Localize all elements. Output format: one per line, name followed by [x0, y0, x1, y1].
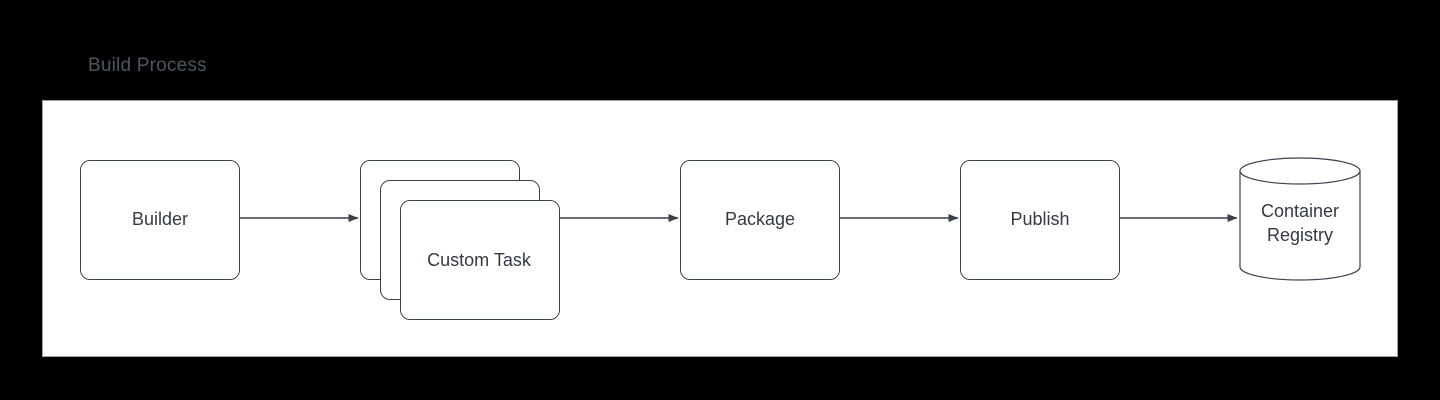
node-container-registry-label: Container Registry [1260, 200, 1340, 245]
cylinder-shape-icon [1239, 157, 1361, 281]
node-builder-label: Builder [131, 209, 189, 230]
node-publish-label: Publish [1010, 209, 1070, 230]
diagram-title: Build Process [88, 55, 207, 76]
node-custom-task[interactable]: Custom Task [400, 200, 560, 320]
node-package-label: Package [724, 209, 796, 230]
node-custom-task-label: Custom Task [427, 249, 531, 270]
node-builder[interactable]: Builder [80, 160, 240, 280]
node-publish[interactable]: Publish [960, 160, 1120, 280]
node-container-registry[interactable]: Container Registry [1239, 157, 1361, 281]
node-package[interactable]: Package [680, 160, 840, 280]
